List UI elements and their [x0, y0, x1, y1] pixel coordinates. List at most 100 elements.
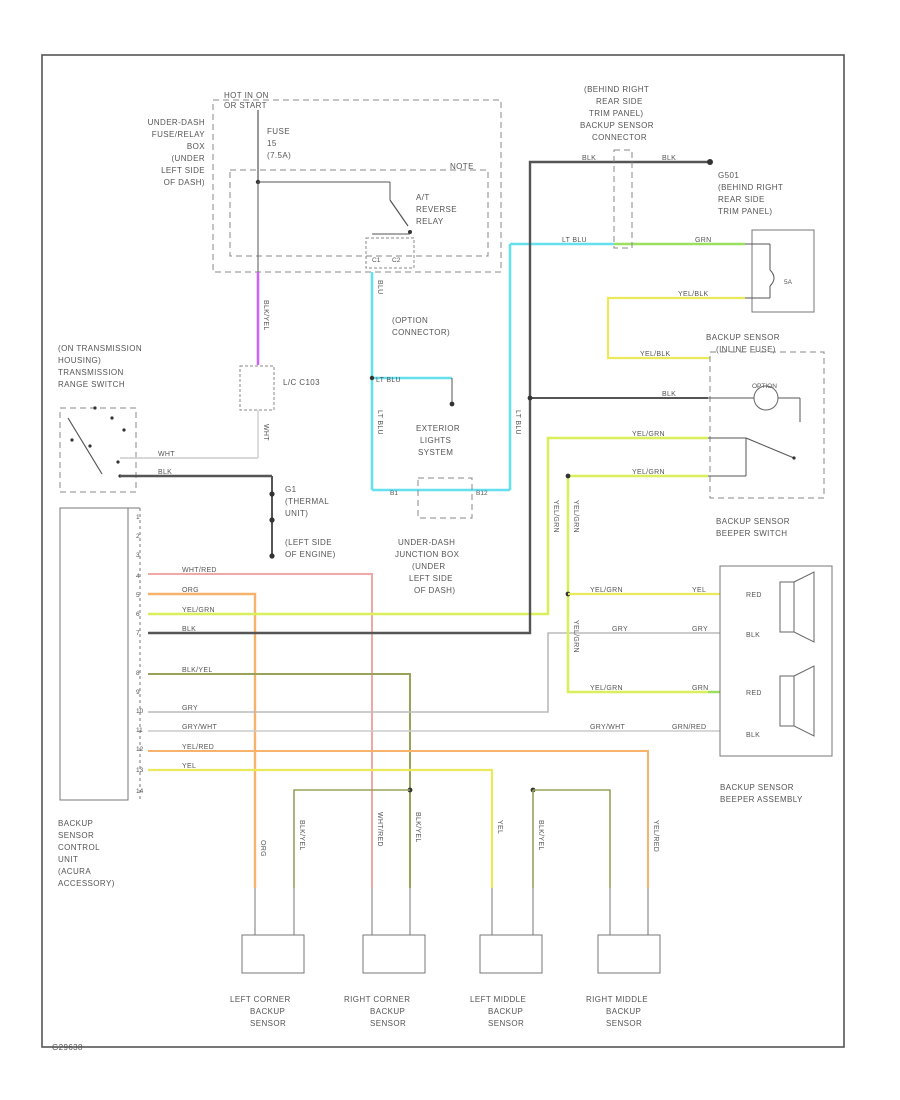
svg-text:WHT: WHT: [158, 451, 175, 458]
svg-text:LEFT CORNER: LEFT CORNER: [230, 995, 291, 1004]
svg-text:HOUSING): HOUSING): [58, 356, 101, 365]
wire-yel-red: YEL/RED YEL/RED: [148, 744, 659, 888]
svg-text:OPTION: OPTION: [752, 383, 777, 390]
svg-text:OF DASH): OF DASH): [164, 178, 205, 187]
left-middle-sensor: LEFT MIDDLE BACKUP SENSOR: [470, 888, 543, 1028]
svg-text:REVERSE: REVERSE: [416, 205, 457, 214]
svg-text:RED: RED: [746, 592, 762, 599]
svg-text:RED: RED: [746, 690, 762, 697]
thermal-unit-label: G1 (THERMAL UNIT): [285, 485, 329, 518]
diagram-frame: [41, 54, 845, 1048]
svg-text:5A: 5A: [784, 279, 793, 286]
reverse-relay: A/T REVERSE RELAY: [258, 181, 457, 235]
svg-text:YEL/BLK: YEL/BLK: [678, 291, 709, 298]
svg-text:UNDER-DASH: UNDER-DASH: [398, 538, 455, 547]
svg-text:(7.5A): (7.5A): [267, 151, 291, 160]
control-unit-label: BACKUP SENSOR CONTROL UNIT (ACURA ACCESS…: [58, 819, 114, 888]
svg-text:(ACURA: (ACURA: [58, 867, 91, 876]
svg-text:GRY/WHT: GRY/WHT: [590, 724, 625, 731]
beeper-switch-label: BACKUP SENSOR BEEPER SWITCH: [716, 517, 790, 538]
svg-text:GRN: GRN: [695, 237, 711, 244]
svg-text:8: 8: [136, 670, 140, 677]
svg-text:A/T: A/T: [416, 193, 430, 202]
svg-text:BEEPER ASSEMBLY: BEEPER ASSEMBLY: [720, 795, 803, 804]
svg-text:WHT: WHT: [262, 424, 269, 441]
wire-yel: YEL YEL: [148, 763, 503, 888]
svg-text:YEL: YEL: [496, 820, 503, 834]
svg-text:BLK: BLK: [746, 732, 760, 739]
svg-text:YEL/GRN: YEL/GRN: [590, 587, 623, 594]
svg-text:OF ENGINE): OF ENGINE): [285, 550, 336, 559]
svg-text:LEFT MIDDLE: LEFT MIDDLE: [470, 995, 526, 1004]
inline-fuse: 5A: [745, 229, 815, 313]
svg-text:(UNDER: (UNDER: [171, 154, 205, 163]
svg-text:BACKUP: BACKUP: [370, 1007, 405, 1016]
fuse-relay-box: [212, 99, 502, 273]
svg-text:ORG: ORG: [259, 840, 266, 857]
engine-label: (LEFT SIDE OF ENGINE): [285, 538, 336, 559]
svg-text:GRY/WHT: GRY/WHT: [182, 724, 217, 731]
svg-text:OF DASH): OF DASH): [414, 586, 455, 595]
svg-text:YEL: YEL: [692, 587, 706, 594]
svg-text:10: 10: [136, 708, 144, 715]
svg-text:YEL/RED: YEL/RED: [182, 744, 214, 751]
svg-text:ORG: ORG: [182, 587, 199, 594]
svg-text:(UNDER: (UNDER: [412, 562, 446, 571]
svg-text:(INLINE FUSE): (INLINE FUSE): [716, 345, 776, 354]
svg-text:SENSOR: SENSOR: [488, 1019, 524, 1028]
svg-text:UNIT): UNIT): [285, 509, 308, 518]
svg-text:RIGHT CORNER: RIGHT CORNER: [344, 995, 410, 1004]
footer-code: G29638: [52, 1043, 83, 1052]
relay-connector: C1 C2: [365, 237, 415, 269]
svg-text:BLK/YEL: BLK/YEL: [298, 820, 305, 851]
svg-text:B1: B1: [390, 490, 398, 497]
beeper-assembly: RED BLK RED BLK: [719, 565, 833, 757]
svg-text:SENSOR: SENSOR: [250, 1019, 286, 1028]
svg-text:(BEHIND RIGHT: (BEHIND RIGHT: [718, 183, 783, 192]
svg-text:FUSE/RELAY: FUSE/RELAY: [152, 130, 205, 139]
svg-text:YEL/BLK: YEL/BLK: [640, 351, 671, 358]
svg-text:BACKUP SENSOR: BACKUP SENSOR: [720, 783, 794, 792]
svg-text:SENSOR: SENSOR: [606, 1019, 642, 1028]
svg-text:GRY: GRY: [612, 626, 628, 633]
svg-text:RIGHT MIDDLE: RIGHT MIDDLE: [586, 995, 648, 1004]
svg-text:LT BLU: LT BLU: [376, 410, 383, 435]
svg-text:FUSE: FUSE: [267, 127, 290, 136]
svg-text:LT BLU: LT BLU: [376, 377, 401, 384]
svg-text:YEL/RED: YEL/RED: [652, 820, 659, 852]
svg-text:EXTERIOR: EXTERIOR: [416, 424, 460, 433]
svg-text:YEL/GRN: YEL/GRN: [590, 685, 623, 692]
svg-text:RANGE SWITCH: RANGE SWITCH: [58, 380, 125, 389]
hot-in-label: HOT IN ON: [224, 91, 269, 100]
right-corner-sensor: RIGHT CORNER BACKUP SENSOR: [344, 888, 426, 1028]
svg-text:GRN: GRN: [692, 685, 708, 692]
svg-text:BLK/YEL: BLK/YEL: [537, 820, 544, 851]
svg-text:CONNECTOR: CONNECTOR: [592, 133, 647, 142]
range-switch-wires: WHT BLK: [120, 451, 275, 559]
wire-gry-wht: GRY/WHT GRY/WHT GRN/RED: [148, 724, 720, 732]
svg-text:BLK: BLK: [158, 469, 172, 476]
svg-text:BLK/YEL: BLK/YEL: [262, 300, 269, 331]
fuse-15: FUSE 15 (7.5A): [255, 110, 291, 185]
svg-text:14: 14: [136, 788, 144, 795]
svg-text:11: 11: [136, 727, 143, 734]
svg-text:BACKUP SENSOR: BACKUP SENSOR: [706, 333, 780, 342]
svg-text:3: 3: [136, 552, 140, 559]
right-middle-sensor: RIGHT MIDDLE BACKUP SENSOR: [586, 888, 661, 1028]
svg-text:TRIM PANEL): TRIM PANEL): [589, 109, 643, 118]
svg-text:LT BLU: LT BLU: [562, 237, 587, 244]
wire-org: ORG ORG: [148, 587, 266, 888]
svg-text:CONTROL: CONTROL: [58, 843, 100, 852]
svg-text:REAR SIDE: REAR SIDE: [596, 97, 643, 106]
wire-blk-yel-middle: BLK/YEL: [530, 787, 611, 888]
svg-text:YEL/GRN: YEL/GRN: [632, 469, 665, 476]
svg-text:SENSOR: SENSOR: [370, 1019, 406, 1028]
svg-text:C1: C1: [372, 257, 381, 264]
lc-connector: WHT L/C C103: [239, 365, 320, 458]
wire-gry: GRY GRY GRY: [148, 626, 720, 713]
svg-text:13: 13: [136, 767, 144, 774]
svg-text:6: 6: [136, 611, 140, 618]
magenta-wire: BLK/YEL: [256, 182, 269, 365]
svg-text:JUNCTION BOX: JUNCTION BOX: [395, 550, 460, 559]
svg-text:BLK/YEL: BLK/YEL: [182, 667, 213, 674]
